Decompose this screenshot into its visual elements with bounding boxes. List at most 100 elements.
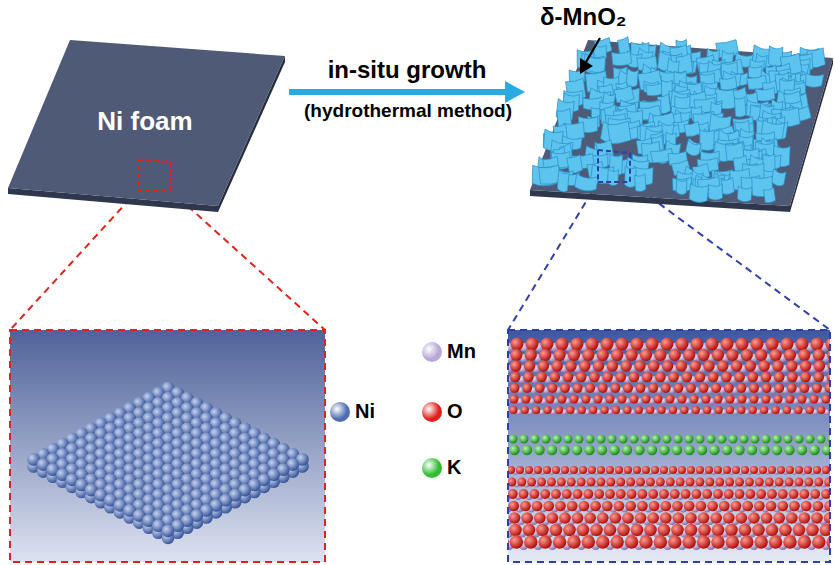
o-atom [707,501,718,512]
legend-text: Ni [355,400,375,423]
o-atom [554,349,566,361]
o-atom [573,383,583,393]
o-atom [754,501,765,512]
o-atom [737,383,747,393]
k-atom [795,435,804,444]
o-atom [786,512,798,524]
o-atom [646,478,655,487]
zoom-leader-line [508,182,598,330]
o-atom [698,349,710,361]
nanosheet [557,170,569,192]
inset-background [508,330,830,562]
o-atom [525,349,537,361]
o-atom [616,338,629,351]
o-atom [669,466,677,474]
plate-label: Ni foam [97,107,192,137]
o-atom [765,478,774,487]
o-atom [726,535,739,548]
k-atom [584,445,594,455]
pointer-arrow-head [580,58,593,74]
o-atom [611,383,621,393]
o-atom [678,466,686,474]
o-atom [783,535,796,548]
o-atom [814,372,825,383]
o-atom [579,466,587,474]
o-atom [772,406,780,414]
o-atom [630,395,639,404]
zoom-marker [598,150,630,182]
o-atom [787,383,797,393]
o-atom [798,535,811,548]
o-atom [606,466,614,474]
o-atom [602,372,613,383]
o-atom [623,383,633,393]
o-atom [524,360,535,371]
o-atom [766,524,779,537]
o-atom [597,512,609,524]
o-atom [567,535,580,548]
o-atom [697,535,710,548]
o-atom [624,466,632,474]
o-atom [775,478,784,487]
k-atom [619,435,628,444]
o-atom [660,512,672,524]
o-atom [777,501,788,512]
k-atom [652,435,661,444]
o-atom [656,478,665,487]
inset-background [10,330,325,562]
nanosheet [768,46,782,67]
o-atom [623,406,631,414]
o-atom [601,338,614,351]
k-atom [672,445,682,455]
o-atom [814,360,825,371]
zoom-marker [138,160,170,190]
o-atom [683,349,695,361]
o-atom [800,360,811,371]
atom-swatch [422,458,442,478]
o-atom [562,489,572,499]
o-atom [535,383,545,393]
o-atom [523,372,534,383]
o-atom [629,372,640,383]
o-atom [711,383,721,393]
o-atom [735,489,745,499]
process-note: (hydrothermal method) [304,100,512,122]
o-atom [570,466,578,474]
o-atom [714,466,722,474]
o-atom [577,478,586,487]
o-atom [713,489,723,499]
o-atom [642,372,653,383]
nanosheet [607,169,618,186]
nanosheet [614,86,634,103]
o-atom [648,383,658,393]
o-atom [752,524,765,537]
o-atom [588,466,596,474]
o-atom [563,524,576,537]
plate-top [8,40,285,206]
o-atom [543,466,551,474]
o-atom [702,395,711,404]
zoom-leader-line [10,190,138,330]
o-atom [800,383,810,393]
k-atom [647,445,657,455]
o-atom [536,372,547,383]
atom-swatch [330,402,350,422]
o-atom [810,489,820,499]
o-atom [774,395,783,404]
o-atom [820,524,830,537]
o-atom [589,406,597,414]
o-atom [534,466,542,474]
o-atom [616,489,626,499]
o-atom [555,501,566,512]
o-atom [547,478,556,487]
o-atom [734,372,745,383]
o-atom [606,478,615,487]
nanosheet [539,165,561,184]
o-atom [769,535,782,548]
o-atom [705,478,714,487]
o-atom [784,349,796,361]
o-atom [698,512,710,524]
o-atom [748,512,760,524]
o-atom [761,512,773,524]
o-atom [517,478,526,487]
